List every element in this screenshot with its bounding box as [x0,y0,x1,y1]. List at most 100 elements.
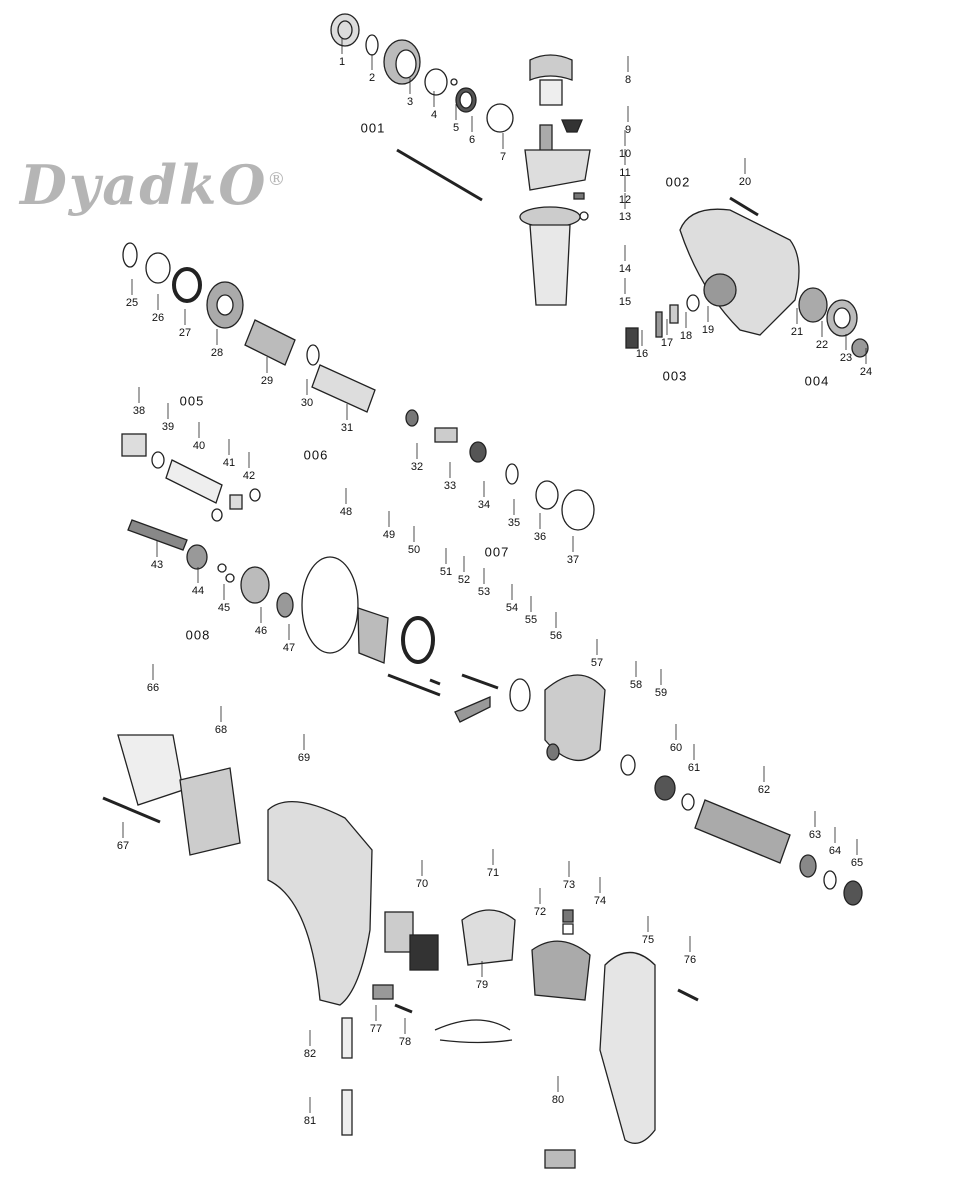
parts-group-007 [301,556,636,776]
part-label-64: 64 [828,845,842,857]
part-label-30: 30 [300,397,314,409]
part-label-37: 37 [566,554,580,566]
part-label-29: 29 [260,375,274,387]
part-label-10: 10 [618,148,632,160]
part-label-12: 12 [618,194,632,206]
part-label-77: 77 [369,1023,383,1035]
part-label-54: 54 [505,602,519,614]
part-label-7: 7 [499,151,507,163]
part-label-45: 45 [217,602,231,614]
part-label-48: 48 [339,506,353,518]
part-label-82: 82 [303,1048,317,1060]
part-label-76: 76 [683,954,697,966]
part-label-57: 57 [590,657,604,669]
part-label-49: 49 [382,529,396,541]
part-label-78: 78 [398,1036,412,1048]
part-label-26: 26 [151,312,165,324]
part-label-73: 73 [562,879,576,891]
group-label-008: 008 [185,627,211,643]
part-label-68: 68 [214,724,228,736]
group-label-007: 007 [484,544,510,560]
part-label-38: 38 [132,405,146,417]
part-label-16: 16 [635,348,649,360]
part-label-70: 70 [415,878,429,890]
part-label-22: 22 [815,339,829,351]
part-label-34: 34 [477,499,491,511]
parts-group-006 [122,242,595,531]
part-label-65: 65 [850,857,864,869]
part-label-66: 66 [146,682,160,694]
part-label-2: 2 [368,72,376,84]
part-label-33: 33 [443,480,457,492]
part-label-81: 81 [303,1115,317,1127]
part-label-20: 20 [738,176,752,188]
part-label-1: 1 [338,56,346,68]
group-label-001: 001 [360,120,386,136]
part-label-39: 39 [161,421,175,433]
part-label-35: 35 [507,517,521,529]
part-label-71: 71 [486,867,500,879]
group-label-002: 002 [665,174,691,190]
parts-group-001 [330,13,514,133]
part-label-8: 8 [624,74,632,86]
part-label-15: 15 [618,296,632,308]
part-label-11: 11 [619,167,631,179]
part-label-4: 4 [430,109,438,121]
part-label-13: 13 [618,211,632,223]
parts-group-005 [121,433,261,522]
part-label-56: 56 [549,630,563,642]
part-label-63: 63 [808,829,822,841]
group-label-005: 005 [179,393,205,409]
part-label-36: 36 [533,531,547,543]
part-label-46: 46 [254,625,268,637]
part-label-59: 59 [654,687,668,699]
group-label-006: 006 [303,447,329,463]
part-label-62: 62 [757,784,771,796]
group-label-003: 003 [662,368,688,384]
part-label-61: 61 [687,762,701,774]
part-label-47: 47 [282,642,296,654]
group-label-004: 004 [804,373,830,389]
part-label-41: 41 [222,457,236,469]
part-label-27: 27 [178,327,192,339]
leader-lines [122,38,867,1113]
part-label-44: 44 [191,585,205,597]
part-label-17: 17 [660,337,674,349]
gear-housing [625,196,869,358]
watermark-text: DyadkO [20,153,268,217]
part-label-5: 5 [452,122,460,134]
part-label-23: 23 [839,352,853,364]
part-label-51: 51 [439,566,453,578]
part-label-58: 58 [629,679,643,691]
part-label-50: 50 [407,544,421,556]
part-label-43: 43 [150,559,164,571]
part-label-24: 24 [859,366,873,378]
part-label-32: 32 [410,461,424,473]
part-label-52: 52 [457,574,471,586]
part-label-28: 28 [210,347,224,359]
part-label-79: 79 [475,979,489,991]
part-label-18: 18 [679,330,693,342]
part-label-25: 25 [125,297,139,309]
part-label-6: 6 [468,134,476,146]
armature [654,775,863,906]
part-label-72: 72 [533,906,547,918]
part-label-74: 74 [593,895,607,907]
watermark: DyadkO® [20,150,287,215]
part-label-69: 69 [297,752,311,764]
parts-group-008 [127,519,294,618]
part-label-53: 53 [477,586,491,598]
part-label-3: 3 [406,96,414,108]
part-label-55: 55 [524,614,538,626]
part-label-67: 67 [116,840,130,852]
part-label-80: 80 [551,1094,565,1106]
part-label-75: 75 [641,934,655,946]
motor-housing-parts [102,734,699,1169]
parts-group-002 [396,54,591,306]
part-label-42: 42 [242,470,256,482]
part-label-19: 19 [701,324,715,336]
part-label-14: 14 [618,263,632,275]
registered-mark: ® [267,169,288,190]
part-label-21: 21 [790,326,804,338]
